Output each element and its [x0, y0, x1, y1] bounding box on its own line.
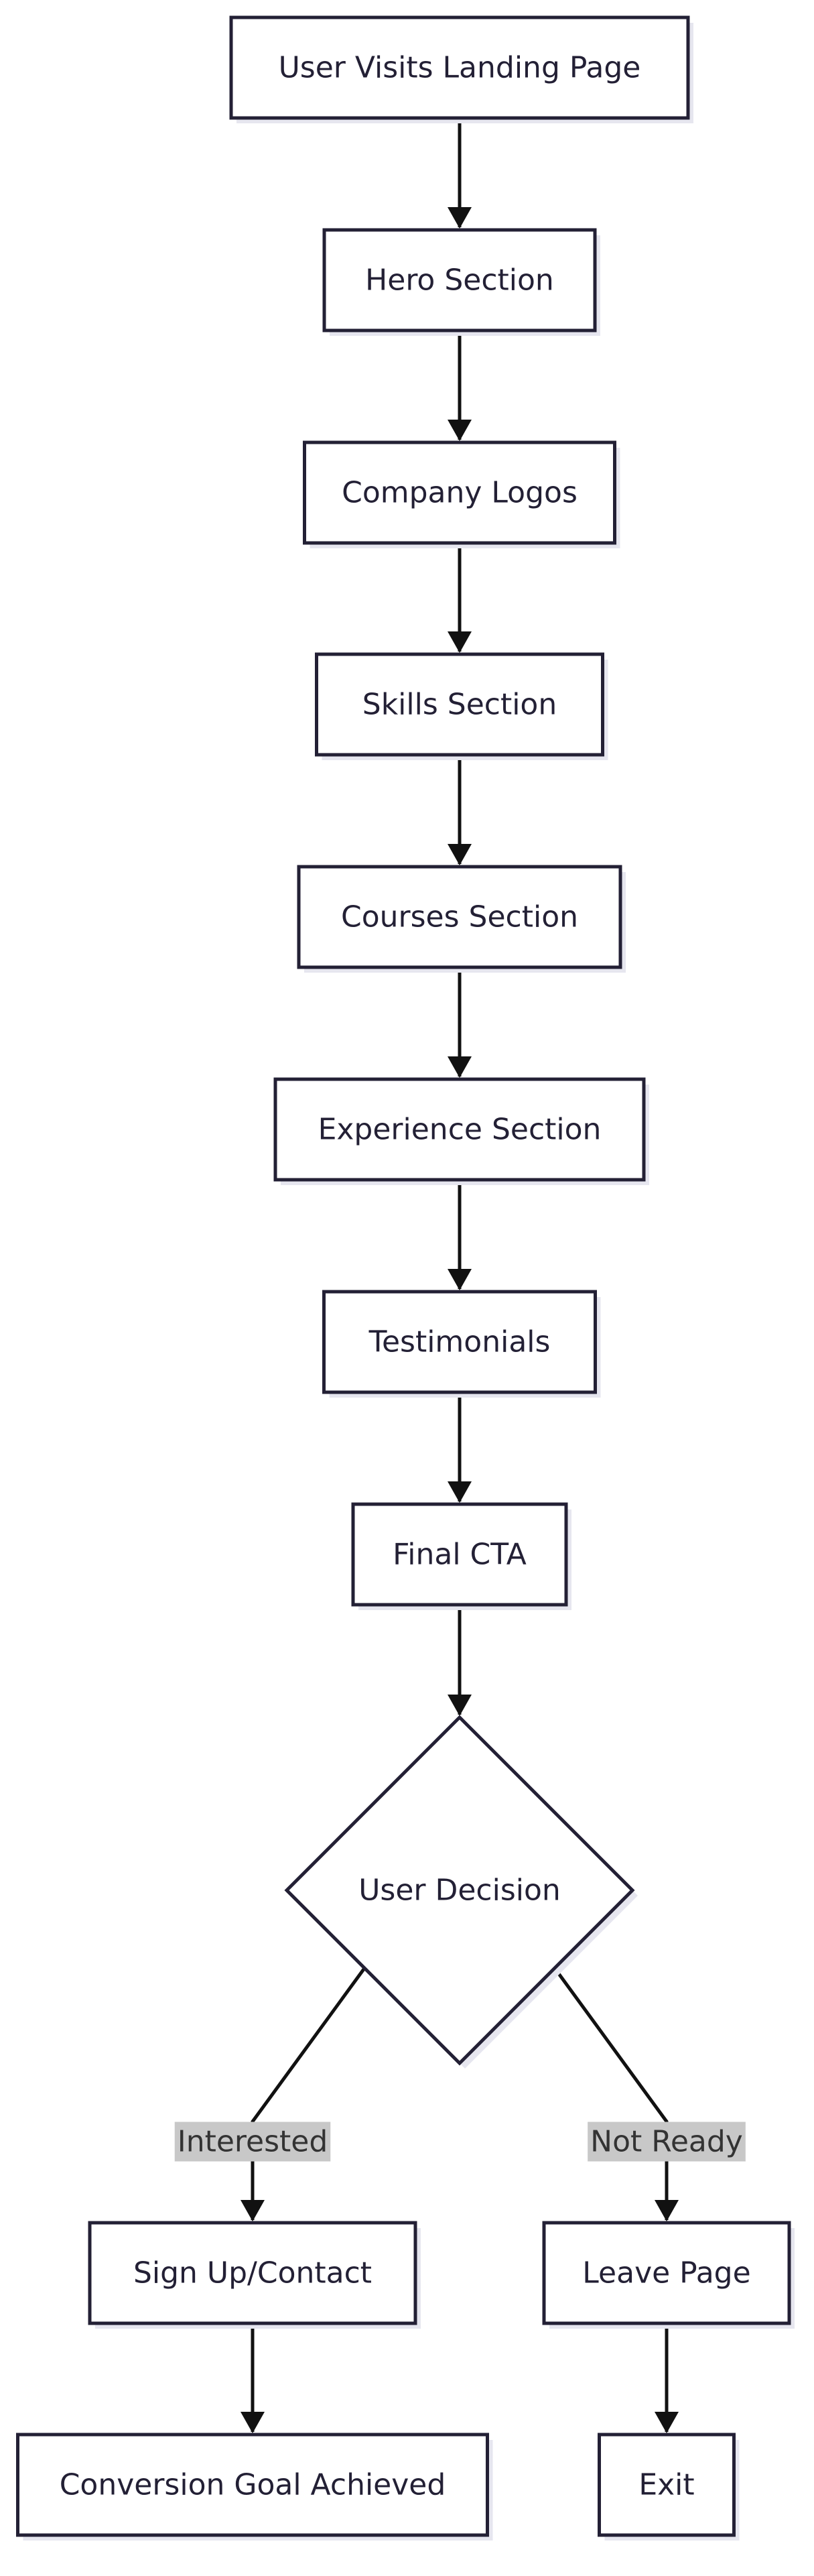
- node-experience-section: Experience Section: [273, 1077, 649, 1185]
- node-exit: Exit: [598, 2433, 740, 2540]
- box-shape: [322, 1290, 597, 1394]
- arrowhead: [448, 1695, 472, 1716]
- box-shape: [88, 2221, 417, 2325]
- arrowhead: [241, 2200, 265, 2221]
- arrowhead: [448, 1269, 472, 1290]
- node-label: Hero Section: [365, 263, 554, 298]
- box-shape: [315, 652, 604, 757]
- node-label: User Visits Landing Page: [279, 51, 641, 85]
- arrowhead: [448, 844, 472, 865]
- node-label: Final CTA: [393, 1538, 527, 1572]
- node-testimonials: Testimonials: [322, 1290, 601, 1398]
- box-shape: [322, 228, 597, 332]
- node-courses-section: Courses Section: [297, 865, 626, 973]
- node-conversion-goal-achieved: Conversion Goal Achieved: [16, 2433, 493, 2540]
- node-company-logos: Company Logos: [303, 440, 620, 548]
- arrowhead: [655, 2412, 679, 2433]
- node-label: User Decision: [358, 1874, 561, 1908]
- node-label: Experience Section: [318, 1113, 602, 1147]
- box-shape: [542, 2221, 791, 2325]
- node-skills-section: Skills Section: [315, 652, 608, 760]
- edges-layer: [241, 118, 679, 2433]
- edge-decision-to-leave: [553, 1967, 670, 2221]
- node-label: Leave Page: [582, 2256, 750, 2290]
- arrowhead: [448, 207, 472, 229]
- node-sign-up-contact: Sign Up/Contact: [88, 2221, 421, 2329]
- edge-label-background: [588, 2122, 746, 2162]
- arrowhead: [448, 1056, 472, 1078]
- node-label: Courses Section: [341, 900, 578, 934]
- edge-label-text: Not Ready: [590, 2125, 743, 2159]
- node-label: Testimonials: [368, 1325, 551, 1359]
- node-user-decision: User Decision: [284, 1715, 638, 2069]
- edge-decision-to-signup: [249, 1967, 366, 2221]
- edge-label-text: Interested: [178, 2125, 328, 2159]
- arrowhead: [241, 2412, 265, 2433]
- edge-label-background: [174, 2122, 331, 2162]
- node-label: Conversion Goal Achieved: [60, 2468, 446, 2502]
- box-shape: [273, 1077, 646, 1182]
- box-shape: [598, 2433, 736, 2537]
- node-label: Skills Section: [362, 688, 557, 722]
- diamond-shape: [284, 1715, 635, 2066]
- box-shape: [351, 1502, 568, 1607]
- box-shape: [303, 440, 616, 545]
- edge-label-not-ready: Not Ready: [588, 2122, 746, 2162]
- box-shape: [297, 865, 622, 969]
- node-user-visits-landing-page: User Visits Landing Page: [229, 15, 693, 123]
- node-hero-section: Hero Section: [322, 228, 600, 336]
- arrowhead: [448, 420, 472, 441]
- arrowhead: [655, 2200, 679, 2221]
- box-shape: [16, 2433, 489, 2537]
- edge-labels-layer: Interested Not Ready: [174, 2122, 746, 2162]
- arrowhead: [448, 1481, 472, 1503]
- node-label: Sign Up/Contact: [133, 2256, 372, 2290]
- node-final-cta: Final CTA: [351, 1502, 571, 1610]
- node-leave-page: Leave Page: [542, 2221, 795, 2329]
- node-label: Company Logos: [342, 476, 578, 510]
- arrowhead: [448, 631, 472, 653]
- box-shape: [229, 15, 690, 120]
- edge-label-interested: Interested: [174, 2122, 331, 2162]
- node-label: Exit: [638, 2468, 694, 2502]
